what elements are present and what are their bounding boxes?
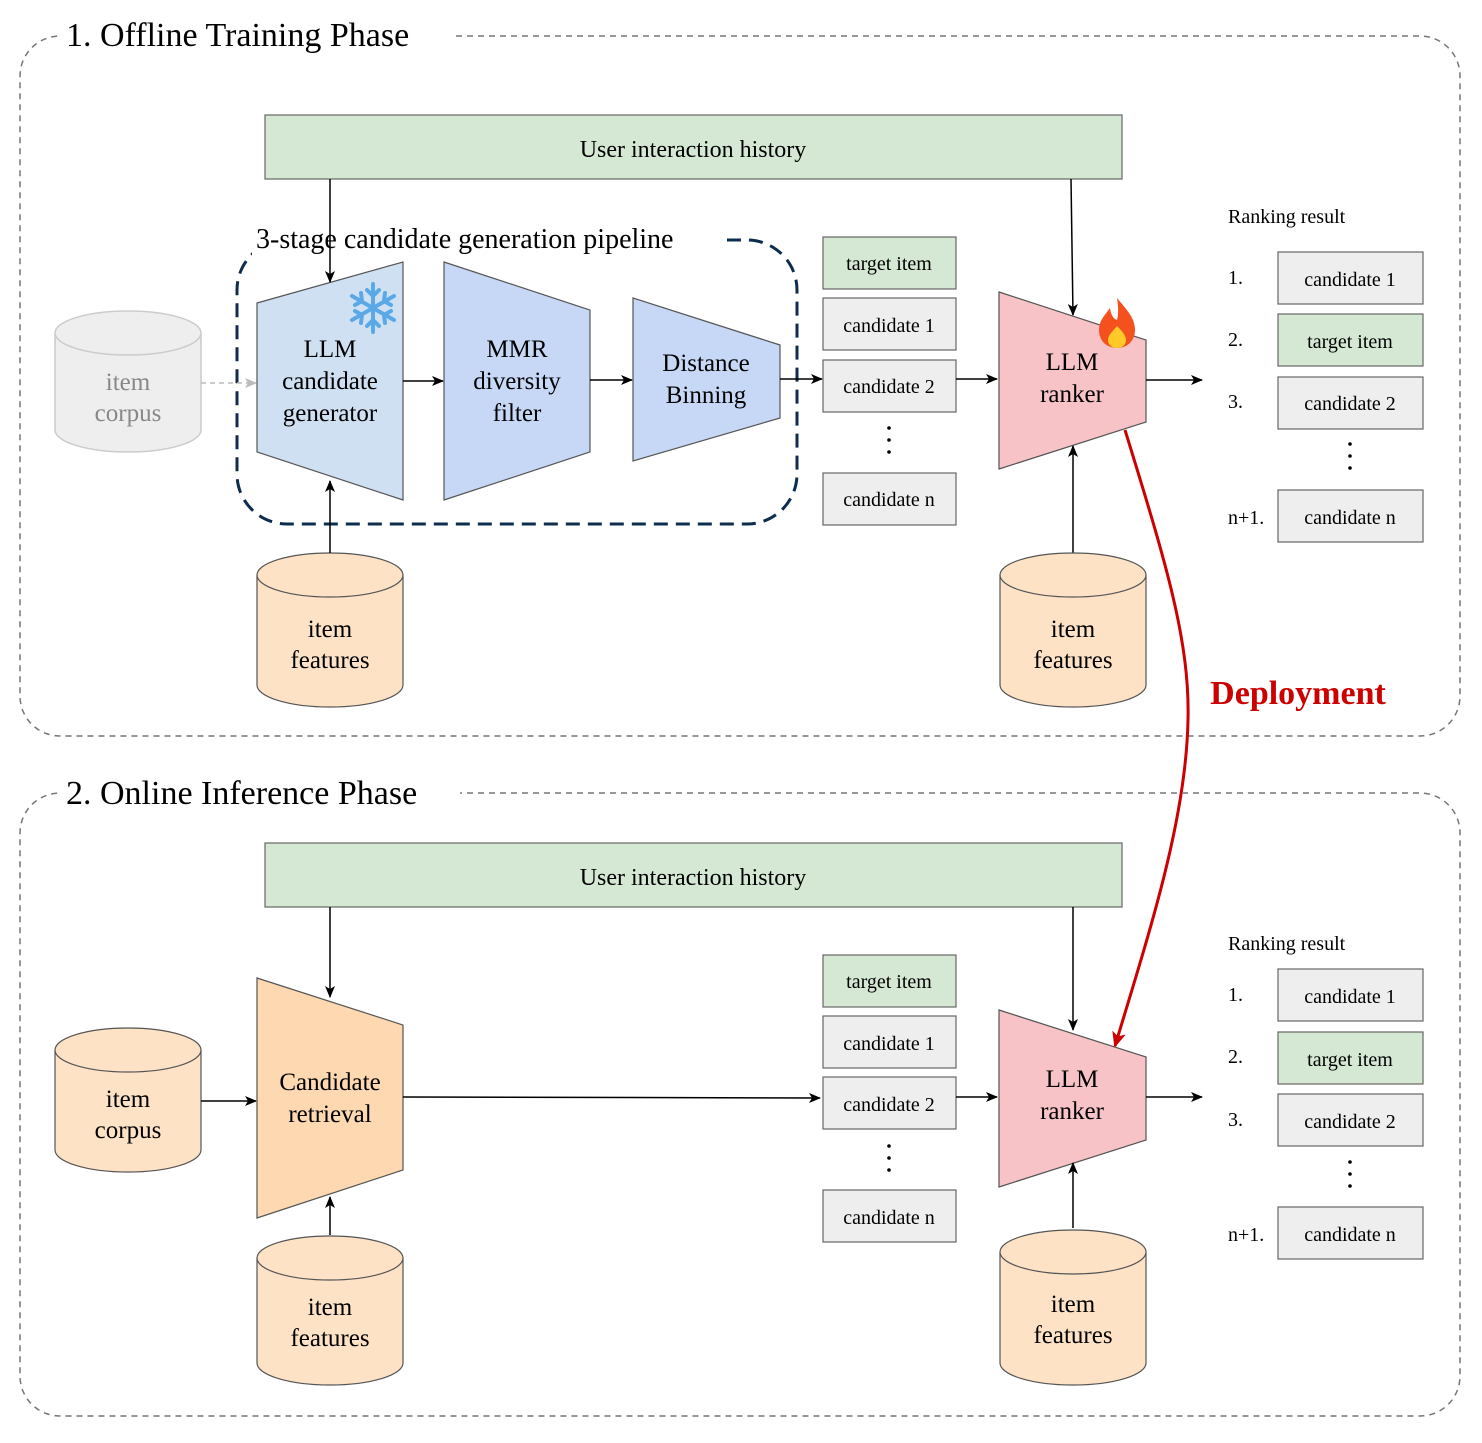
phase2-item-features-right: item features: [999, 1229, 1147, 1386]
p1-ranking-title: Ranking result: [1228, 206, 1346, 228]
mmr-line2: diversity: [473, 368, 561, 395]
p2-corpus-line2: corpus: [95, 1117, 162, 1144]
p1-cand-1: candidate 1: [843, 315, 935, 337]
phase1-panel: 1. Offline Training Phase: [19, 14, 1461, 737]
p2-cand-ellipsis: [887, 1144, 891, 1172]
p1-rank-label-2: target item: [1307, 331, 1393, 353]
p1-cand-ellipsis: [887, 426, 891, 454]
fire-icon: [1099, 298, 1135, 348]
p1-rank-ellipsis: [1348, 442, 1352, 470]
p1-feat-left-line2: features: [290, 647, 369, 674]
phase1-ranking-result: Ranking result 1. candidate 1 2. target …: [1228, 206, 1424, 543]
phase1-item-features-left: item features: [256, 552, 404, 708]
phase2-title: 2. Online Inference Phase: [66, 775, 417, 812]
p1-rank-num-1: 1.: [1228, 267, 1243, 289]
p2-rank-label-1: candidate 1: [1304, 986, 1396, 1008]
phase1-candidate-list: target item candidate 1 candidate 2 cand…: [822, 236, 957, 526]
deployment-arrow: [1112, 429, 1190, 1048]
phase1-item-corpus: item corpus: [54, 310, 202, 453]
phase1-user-history: User interaction history: [264, 114, 1123, 180]
p1-ranker-line1: LLM: [1046, 349, 1099, 376]
deployment-label: Deployment: [1210, 675, 1386, 712]
p2-ranker-line2: ranker: [1040, 1098, 1105, 1125]
p2-rank-num-n: n+1.: [1228, 1224, 1264, 1246]
pipeline-label: 3-stage candidate generation pipeline: [256, 224, 673, 255]
p2-cand-target: target item: [846, 971, 932, 993]
p1-cand-n: candidate n: [843, 489, 935, 511]
phase1-user-history-label: User interaction history: [580, 137, 807, 163]
retrieval-line1: Candidate: [279, 1069, 380, 1096]
p1-feat-right-line1: item: [1051, 616, 1096, 643]
p2-feat-left-line2: features: [290, 1325, 369, 1352]
phase1-item-features-right: item features: [999, 552, 1147, 708]
p2-ranking-title: Ranking result: [1228, 933, 1346, 955]
phase2-item-corpus: item corpus: [54, 1027, 202, 1173]
p1-rank-label-n: candidate n: [1304, 507, 1396, 529]
phase1-corpus-line1: item: [106, 369, 151, 396]
candidate-retrieval: Candidate retrieval: [256, 977, 404, 1219]
p1-feat-left-line1: item: [308, 616, 353, 643]
p1-cand-2: candidate 2: [843, 376, 935, 398]
phase2-panel: 2. Online Inference Phase: [19, 772, 1461, 1417]
phase2-candidate-list: target item candidate 1 candidate 2 cand…: [822, 954, 957, 1243]
distance-binning: Distance Binning: [632, 297, 781, 462]
p1-feat-right-line2: features: [1033, 647, 1112, 674]
p2-feat-right-line2: features: [1033, 1322, 1112, 1349]
p2-rank-ellipsis: [1348, 1160, 1352, 1188]
p1-cand-target: target item: [846, 253, 932, 275]
p2-cand-n: candidate n: [843, 1207, 935, 1229]
phase2-user-history: User interaction history: [264, 842, 1123, 908]
phase2-item-features-left: item features: [256, 1235, 404, 1386]
binning-line1: Distance: [662, 350, 749, 377]
mmr-line1: MMR: [486, 336, 547, 363]
p2-cand-1: candidate 1: [843, 1033, 935, 1055]
p2-rank-num-2: 2.: [1228, 1046, 1243, 1068]
p2-cand-2: candidate 2: [843, 1094, 935, 1116]
llm-candidate-generator: LLM candidate generator: [256, 261, 404, 501]
p2-rank-num-1: 1.: [1228, 984, 1243, 1006]
retrieval-line2: retrieval: [288, 1101, 371, 1128]
p2-ranker-line1: LLM: [1046, 1066, 1099, 1093]
p1-rank-num-n: n+1.: [1228, 507, 1264, 529]
p2-rank-label-n: candidate n: [1304, 1224, 1396, 1246]
p1-ranker-line2: ranker: [1040, 381, 1105, 408]
snowflake-icon: [350, 282, 396, 334]
phase2-llm-ranker: LLM ranker: [998, 1009, 1147, 1188]
p2-corpus-line1: item: [106, 1086, 151, 1113]
p1-rank-num-2: 2.: [1228, 329, 1243, 351]
phase2-ranking-result: Ranking result 1. candidate 1 2. target …: [1228, 933, 1424, 1260]
generator-line3: generator: [283, 400, 378, 427]
phase2-user-history-label: User interaction history: [580, 865, 807, 891]
p2-feat-left-line1: item: [308, 1294, 353, 1321]
mmr-line3: filter: [493, 400, 542, 427]
phase1-title: 1. Offline Training Phase: [66, 17, 409, 54]
mmr-diversity-filter: MMR diversity filter: [443, 261, 591, 501]
p2-rank-label-3: candidate 2: [1304, 1111, 1396, 1133]
p1-rank-label-1: candidate 1: [1304, 269, 1396, 291]
p1-rank-label-3: candidate 2: [1304, 393, 1396, 415]
p2-rank-label-2: target item: [1307, 1049, 1393, 1071]
phase1-corpus-line2: corpus: [95, 400, 162, 427]
binning-line2: Binning: [666, 382, 747, 409]
p2-rank-num-3: 3.: [1228, 1109, 1243, 1131]
generator-line2: candidate: [282, 368, 378, 395]
generator-line1: LLM: [304, 336, 357, 363]
p1-rank-num-3: 3.: [1228, 391, 1243, 413]
p2-feat-right-line1: item: [1051, 1291, 1096, 1318]
